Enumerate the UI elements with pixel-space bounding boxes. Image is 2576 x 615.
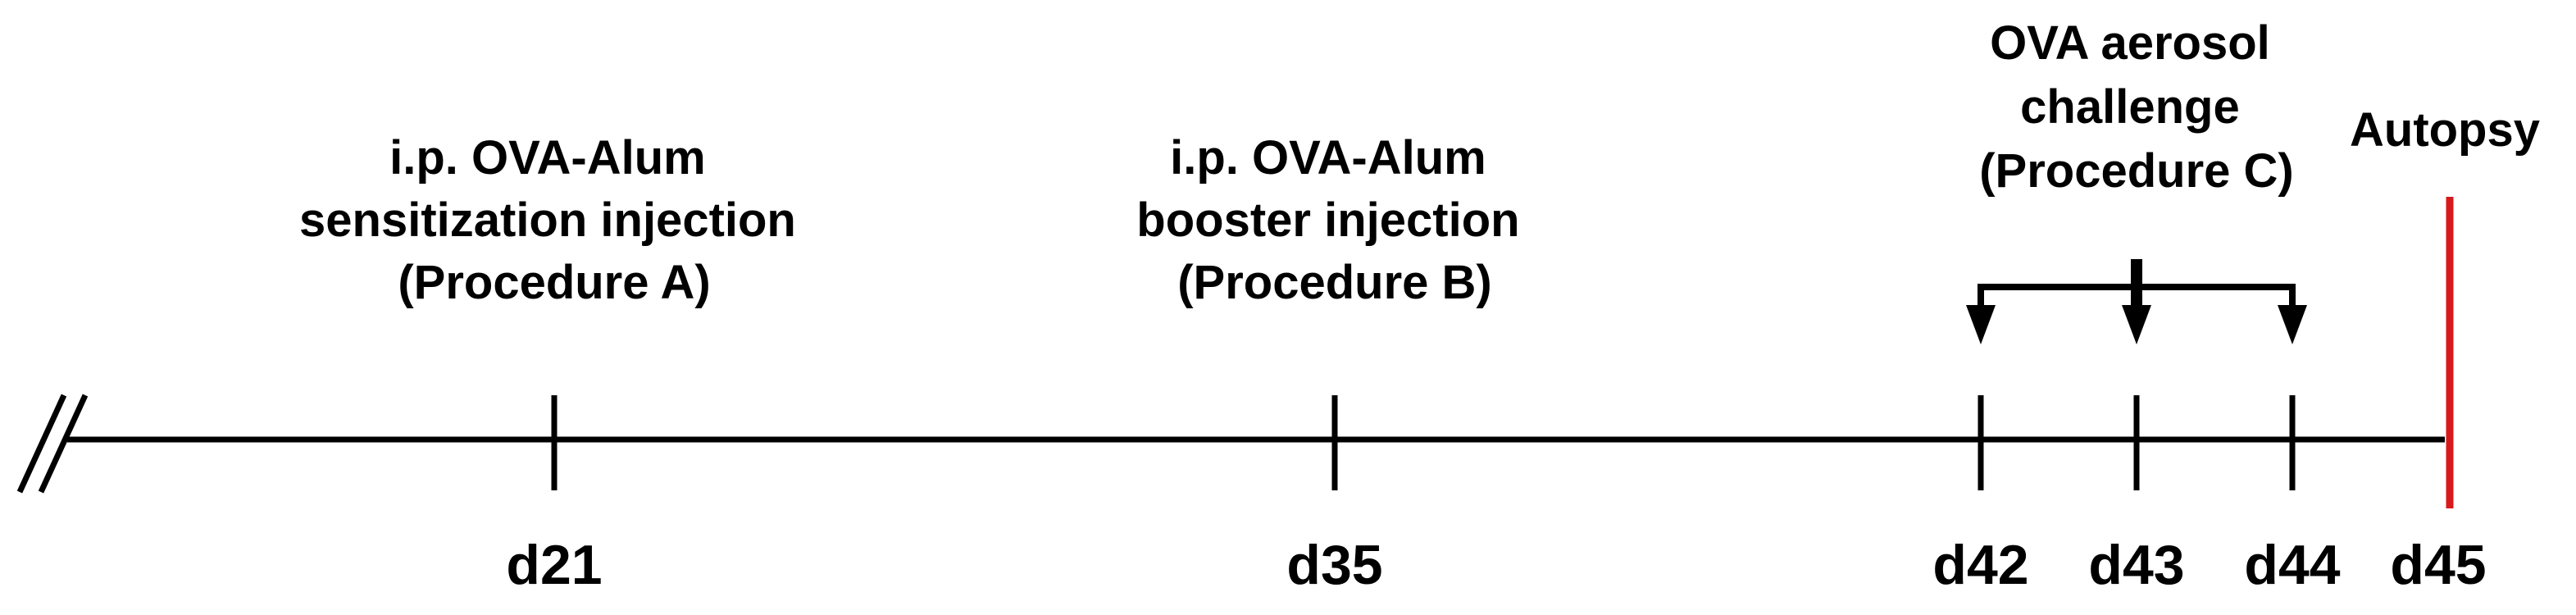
day-label-d43: d43 [2088, 534, 2184, 596]
day-label-d35: d35 [1286, 534, 1382, 596]
arrow-d44-icon [2278, 305, 2307, 344]
autopsy-label: Autopsy [2350, 103, 2540, 157]
challenge-bracket [1978, 259, 2296, 310]
procedure-a-label: i.p. OVA-Alum sensitization injection (P… [299, 131, 809, 309]
day-label-d21: d21 [506, 534, 602, 596]
day-label-d44: d44 [2244, 534, 2340, 596]
day-label-d42: d42 [1932, 534, 2028, 596]
day-label-d45: d45 [2390, 534, 2486, 596]
axis-break-mark [16, 394, 89, 494]
procedure-b-label: i.p. OVA-Alum booster injection (Procedu… [1136, 131, 1532, 309]
arrow-d42-icon [1966, 305, 1996, 344]
arrow-d43-icon [2122, 305, 2151, 344]
procedure-c-label: OVA aerosol challenge (Procedure C) [1979, 16, 2294, 198]
